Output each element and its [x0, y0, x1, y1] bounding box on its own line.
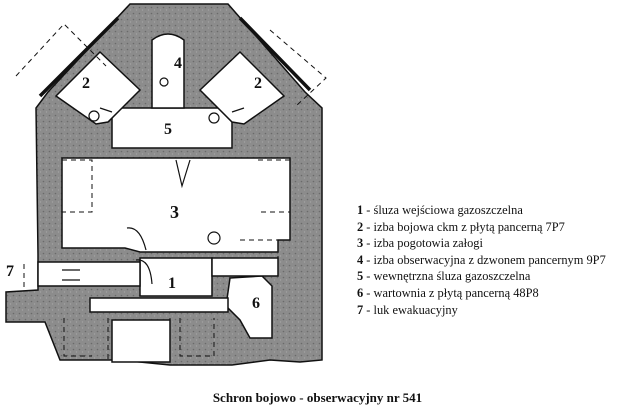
room-label-6: 6 — [252, 295, 260, 312]
lower-block — [111, 319, 171, 363]
legend-item: 6 - wartownia z płytą pancerną 48P8 — [357, 285, 539, 300]
door-symbols — [62, 77, 245, 285]
figure-caption: Schron bojowo - obserwacyjny nr 541 — [212, 390, 423, 405]
entrance-corridor-area — [37, 261, 141, 287]
legend-item: 3 - izba pogotowia załogi — [357, 236, 483, 251]
lower-corridor-area — [89, 297, 229, 313]
room-2-right-area — [198, 50, 286, 125]
room-2-left-area — [54, 50, 142, 125]
room-label-4: 4 — [174, 55, 182, 72]
legend-item: 4 - izba obserwacyjna z dzwonem pancerny… — [357, 252, 606, 267]
room-label-1: 1 — [168, 275, 176, 292]
legend: 1 - śluza wejściowa gazoszczelna 2 - izb… — [357, 202, 606, 318]
room-4-area — [151, 33, 185, 109]
legend-item: 5 - wewnętrzna śluza gazoszczelna — [357, 269, 531, 284]
interior-rooms — [37, 33, 291, 339]
room-5-area — [111, 107, 233, 149]
room-label-3: 3 — [170, 202, 179, 222]
room-label-5: 5 — [164, 121, 172, 138]
room-label-7: 7 — [6, 263, 14, 280]
right-passage-area — [211, 257, 279, 277]
legend-item: 7 - luk ewakuacyjny — [357, 302, 458, 317]
room-label-2-left: 2 — [82, 75, 90, 92]
armor-edges — [38, 16, 312, 98]
legend-item: 1 - śluza wejściowa gazoszczelna — [357, 203, 523, 217]
legend-item: 2 - izba bojowa ckm z płytą pancerną 7P7 — [357, 219, 565, 234]
room-label-2-right: 2 — [254, 75, 262, 92]
